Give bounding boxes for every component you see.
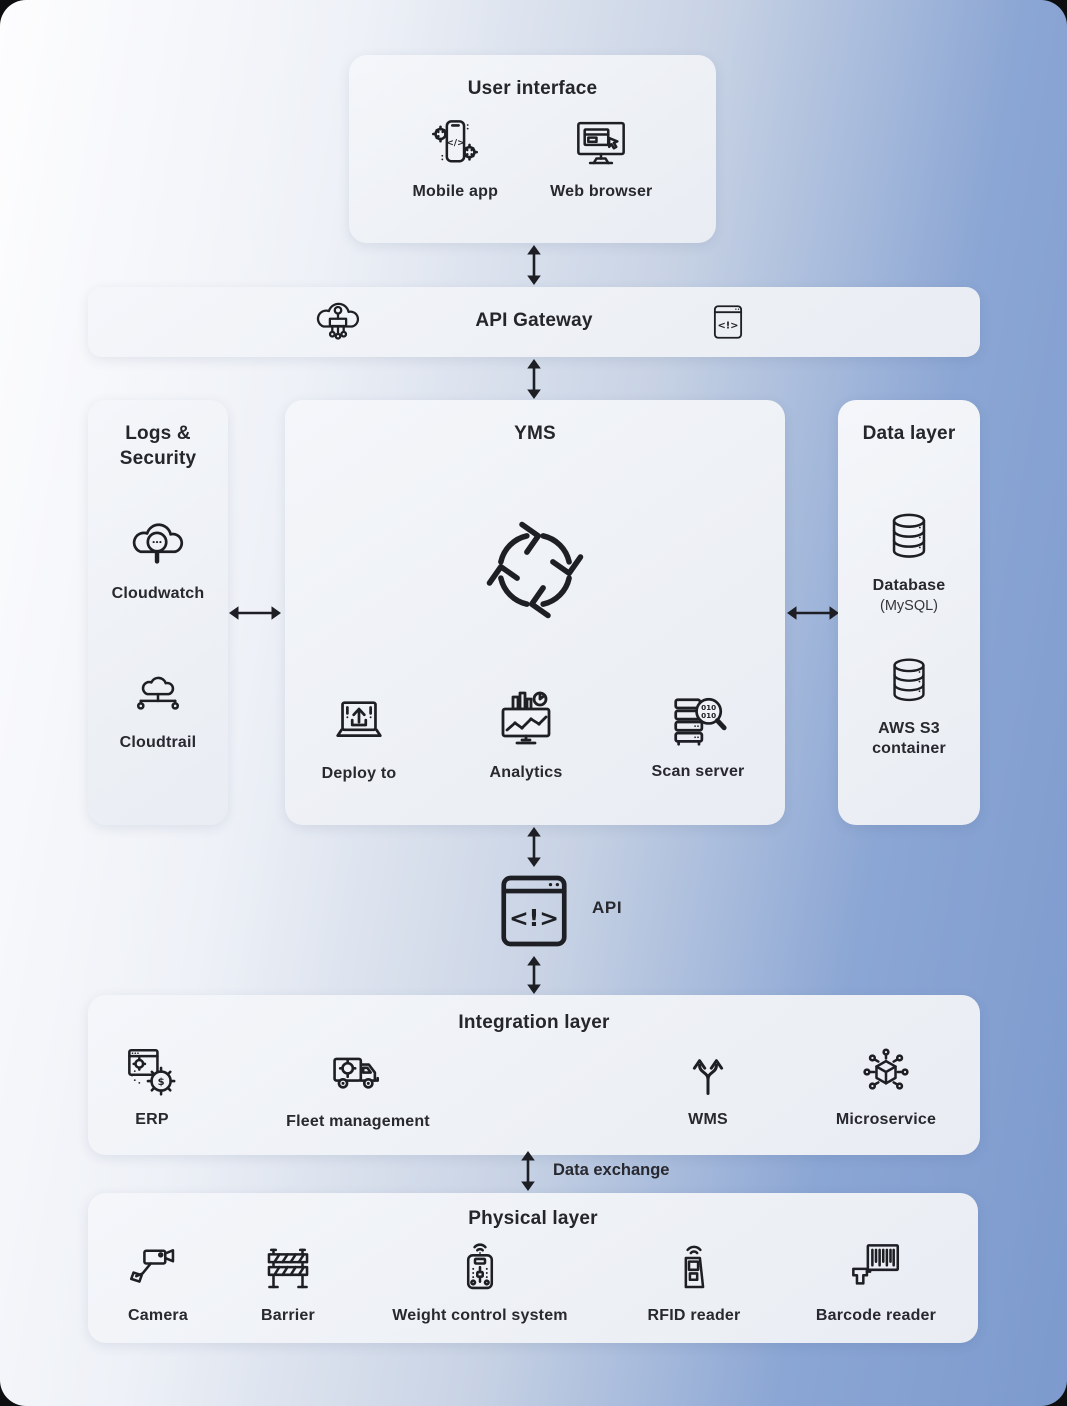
barcode-node: Barcode reader [786,1239,966,1326]
scan-server-icon: 010 010 [674,697,727,746]
camera-label: Camera [128,1307,188,1324]
erp-label: ERP [135,1111,169,1128]
logs-security-title: Logs & Security [119,423,197,469]
user-interface-title: User interface [467,78,598,99]
arrow-ui-gateway [527,245,541,285]
yms-title: YMS [514,423,556,444]
arrow-yms-api [527,827,541,867]
mobile-app-label: Mobile app [412,183,499,200]
barcode-icon [852,1244,900,1285]
web-browser-icon [577,121,626,165]
data-exchange-label: Data exchange [553,1161,670,1179]
svg-text:</>: </> [447,138,465,148]
web-browser-label: Web browser [550,183,653,200]
mobile-app-icon: </> [432,120,479,163]
api-code-window-icon: <!> [501,875,567,947]
integration-layer-title: Integration layer [458,1012,610,1033]
wms-icon [692,1059,724,1095]
scan-server-node: 010 010 Scan server [628,691,768,782]
rfid-label: RFID reader [647,1307,741,1324]
microservice-icon [863,1048,909,1090]
s3-container-icon [893,658,925,701]
svg-text:010: 010 [701,703,716,712]
database-sublabel: (MySQL) [880,597,938,614]
cloud-network-icon [316,302,360,340]
svg-text:$: $ [158,1077,165,1088]
database-icon [892,513,926,558]
fleet-node: Fleet management [248,1043,468,1132]
data-layer-title: Data layer [862,423,956,444]
erp-node: $ ERP [92,1043,212,1130]
cloudwatch-label: Cloudwatch [111,585,205,603]
yms-panel: YMS Deploy to [285,400,785,825]
barrier-icon [267,1248,309,1289]
rfid-icon [684,1245,705,1289]
svg-text:<!>: <!> [718,321,739,332]
deploy-icon [336,701,382,737]
arrow-integration-physical [521,1151,535,1191]
weight-node: Weight control system [360,1239,600,1326]
logs-security-panel: Logs & Security Cloudwatch Cloudtrail [88,400,228,825]
deploy-label: Deploy to [321,765,397,782]
integration-layer-panel: Integration layer $ ERP [88,995,980,1155]
microservice-label: Microservice [835,1111,937,1128]
analytics-icon [501,691,551,745]
mobile-app-node: </> Mobile app [413,115,499,202]
camera-node: Camera [93,1239,223,1326]
arrow-logs-yms [229,606,281,620]
s3-node: AWS S3 container [838,654,980,759]
wms-label: WMS [688,1111,728,1128]
svg-text:010: 010 [701,711,716,720]
scan-server-label: Scan server [651,763,745,780]
data-layer-panel: Data layer Database (MySQL) AWS S3 conta… [838,400,980,825]
deploy-node: Deploy to [289,693,429,784]
web-browser-node: Web browser [550,115,652,202]
arrow-gateway-yms [527,359,541,399]
wms-node: WMS [638,1041,778,1130]
rfid-node: RFID reader [614,1239,774,1326]
cloudtrail-icon [136,677,180,711]
fleet-label: Fleet management [286,1113,430,1130]
s3-label: AWS S3 container [872,719,946,757]
weight-icon [466,1243,494,1290]
fleet-icon [333,1057,379,1089]
api-gateway-panel: API Gateway <!> [88,287,980,357]
cloudtrail-label: Cloudtrail [119,734,197,752]
api-gateway-title: API Gateway [475,310,593,331]
arrow-yms-data [787,606,839,620]
physical-layer-panel: Physical layer Camera Barrier [88,1193,978,1343]
erp-icon: $ [128,1048,176,1096]
cloudwatch-icon [132,523,184,565]
user-interface-panel: User interface </> Mobile app [349,55,716,243]
database-label: Database [872,576,946,594]
analytics-label: Analytics [489,764,563,781]
barrier-node: Barrier [223,1239,353,1326]
process-cycle-icon [486,521,584,619]
weight-label: Weight control system [392,1307,568,1324]
api-label: API [592,898,623,917]
code-window-icon: <!> [713,305,743,339]
cloudtrail-node: Cloudtrail [88,666,228,753]
barrier-label: Barrier [261,1307,315,1324]
analytics-node: Analytics [456,690,596,783]
database-node: Database (MySQL) [838,509,980,614]
microservice-node: Microservice [806,1043,966,1130]
barcode-label: Barcode reader [815,1307,937,1324]
camera-icon [129,1249,175,1283]
svg-text:<!>: <!> [509,904,559,932]
physical-layer-title: Physical layer [468,1208,598,1229]
arrow-api-integration [527,956,541,994]
cloudwatch-node: Cloudwatch [88,513,228,604]
